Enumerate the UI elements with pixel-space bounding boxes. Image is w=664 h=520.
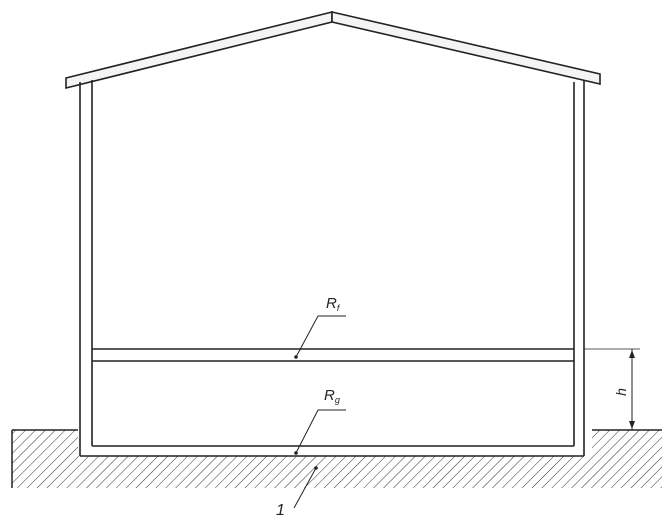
lower-floor-leader [294,409,346,455]
ground-leader-line [293,467,317,509]
ground-leader [293,466,318,509]
height-arrow-top [629,350,635,358]
upper-floor-leader-line [295,315,346,358]
upper-floor-label: Rf [326,295,341,313]
upper-floor-leader-dot [294,355,298,359]
lower-floor-label: Rg [324,387,340,405]
roof-right-slope [331,10,601,86]
basement-cutout [78,428,592,456]
ground-leader-dot [314,466,318,470]
ground [11,428,662,488]
lower-floor-leader-line [295,409,346,454]
roof-left-slope [65,10,333,90]
roof [65,10,601,90]
height-label: h [613,388,629,396]
height-arrow-bottom [629,421,635,429]
lower-floor-leader-dot [294,451,298,455]
upper-floor-leader [294,315,346,359]
height-dimension [584,348,640,430]
ground-number-label: 1 [276,502,285,519]
upper-floor [92,348,574,362]
walls [79,80,585,457]
